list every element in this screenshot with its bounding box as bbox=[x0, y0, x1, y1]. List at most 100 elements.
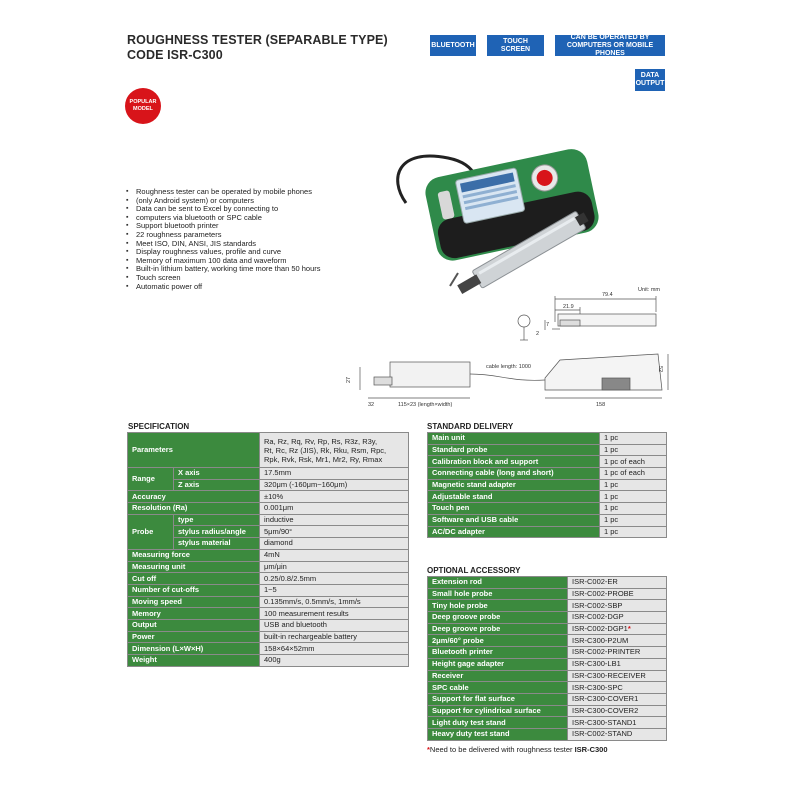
popular-model-badge: POPULAR MODEL bbox=[125, 88, 161, 124]
dim-2: 2 bbox=[536, 331, 539, 337]
accessory-name: Receiver bbox=[427, 669, 568, 683]
accessory-code: ISR-C300-P2UM bbox=[567, 634, 667, 648]
spec-value: USB and bluetooth bbox=[259, 618, 409, 632]
accessory-code: ISR-C002-STAND bbox=[567, 727, 667, 741]
accessory-code: ISR-C300-STAND1 bbox=[567, 716, 667, 729]
delivery-qty: 1 pc bbox=[599, 513, 667, 527]
probe-radius-label: stylus radius/angle bbox=[173, 525, 260, 539]
dim-27: 27 bbox=[346, 377, 352, 383]
dim-7: 7 bbox=[546, 322, 549, 328]
spec-label: Measuring unit bbox=[127, 560, 260, 574]
delivery-qty: 1 pc bbox=[599, 490, 667, 504]
table-row: Parameters Ra, Rz, Rq, Rv, Rp, Rs, R3z, … bbox=[127, 432, 409, 468]
accessory-note: *Need to be delivered with roughness tes… bbox=[427, 745, 608, 754]
optional-accessory-title: OPTIONAL ACCESSORY bbox=[427, 566, 521, 575]
delivery-item: Main unit bbox=[427, 432, 600, 445]
product-title: ROUGHNESS TESTER (SEPARABLE TYPE) bbox=[127, 33, 388, 47]
note-star: * bbox=[427, 745, 430, 754]
delivery-item: Software and USB cable bbox=[427, 513, 600, 527]
spec-value: 0.135mm/s, 0.5mm/s, 1mm/s bbox=[259, 595, 409, 609]
note-text: Need to be delivered with roughness test… bbox=[429, 745, 575, 754]
range-z-label: Z axis bbox=[173, 478, 260, 492]
feature-item: computers via bluetooth or SPC cable bbox=[126, 213, 381, 223]
feature-item: Memory of maximum 100 data and waveform bbox=[126, 256, 381, 266]
delivery-item: Touch pen bbox=[427, 502, 600, 515]
stylus-tip-view bbox=[517, 314, 531, 341]
feature-item: Touch screen bbox=[126, 273, 381, 283]
popular-line2: MODEL bbox=[133, 106, 153, 112]
spec-label: Output bbox=[127, 618, 260, 632]
resolution-value: 0.001μm bbox=[259, 502, 409, 515]
feature-item: 22 roughness parameters bbox=[126, 230, 381, 240]
accessory-code: ISR-C300-RECEIVER bbox=[567, 669, 667, 683]
spec-value: 1~5 bbox=[259, 583, 409, 597]
product-photo bbox=[396, 149, 599, 295]
accessory-name: Support for cylindrical surface bbox=[427, 704, 568, 718]
feature-list: Roughness tester can be operated by mobi… bbox=[126, 187, 381, 291]
feature-item: Roughness tester can be operated by mobi… bbox=[126, 187, 381, 197]
spec-value: 100 measurement results bbox=[259, 607, 409, 620]
accessory-code: ISR-C300-SPC bbox=[567, 681, 667, 694]
delivery-qty: 1 pc bbox=[599, 432, 667, 445]
standard-delivery-title: STANDARD DELIVERY bbox=[427, 422, 514, 431]
accessory-name: Bluetooth printer bbox=[427, 646, 568, 659]
dim-21-9: 21.9 bbox=[563, 304, 574, 310]
unit-label: Unit: mm bbox=[638, 287, 660, 293]
accessory-code: ISR-C300-LB1 bbox=[567, 657, 667, 671]
spec-value: 158×64×52mm bbox=[259, 642, 409, 655]
accessory-name: Extension rod bbox=[427, 576, 568, 589]
parameters-line: Ra, Rz, Rq, Rv, Rp, Rs, R3z, R3y, bbox=[264, 436, 378, 446]
accuracy-value: ±10% bbox=[259, 490, 409, 504]
delivery-item: Magnetic stand adapter bbox=[427, 478, 600, 492]
accessory-code: ISR-C002-ER bbox=[567, 576, 667, 589]
parameters-line: Rpk, Rvk, Rsk, Mr1, Mr2, Ry, Rmax bbox=[264, 454, 383, 464]
parameters-line: Rt, Rc, Rz (JIS), Rk, Rku, Rsm, Rpc, bbox=[264, 445, 387, 455]
resolution-label: Resolution (Ra) bbox=[127, 502, 260, 515]
popular-line1: POPULAR bbox=[129, 99, 157, 105]
table-row: Probe type inductive bbox=[127, 513, 409, 550]
accessory-name: SPC cable bbox=[427, 681, 568, 694]
accessory-code: ISR-C300-COVER1 bbox=[567, 692, 667, 706]
range-x-label: X axis bbox=[173, 467, 260, 480]
delivery-note-star: * bbox=[627, 624, 631, 634]
delivery-qty: 1 pc bbox=[599, 478, 667, 492]
computers-badge: CAN BE OPERATED BY COMPUTERS OR MOBILE P… bbox=[555, 33, 665, 57]
dim-158: 158 bbox=[596, 402, 605, 408]
delivery-qty: 1 pc bbox=[599, 443, 667, 457]
table-row: Connecting cable (long and short)1 pc of… bbox=[427, 467, 667, 480]
touch-screen-badge-label: TOUCH SCREEN bbox=[500, 37, 531, 53]
computers-badge-line1: CAN BE OPERATED BY bbox=[570, 33, 650, 41]
probe-material-value: diamond bbox=[259, 537, 409, 550]
range-z-value: 320μm (-160μm~160μm) bbox=[259, 478, 409, 492]
table-row: Dimension (L×W×H)158×64×52mm bbox=[127, 642, 409, 655]
spec-label: Power bbox=[127, 630, 260, 644]
table-row: Resolution (Ra) 0.001μm bbox=[127, 502, 409, 515]
accessory-code: ISR-C002-PROBE bbox=[567, 587, 667, 601]
spec-label: Weight bbox=[127, 654, 260, 667]
title-block: ROUGHNESS TESTER (SEPARABLE TYPE) CODE I… bbox=[127, 33, 388, 63]
accessory-code: ISR-C002-DGP bbox=[567, 611, 667, 624]
bluetooth-badge-label: BLUETOOTH bbox=[431, 41, 475, 49]
accessory-code: ISR-C002-PRINTER bbox=[567, 646, 667, 659]
accessory-name: Height gage adapter bbox=[427, 657, 568, 671]
